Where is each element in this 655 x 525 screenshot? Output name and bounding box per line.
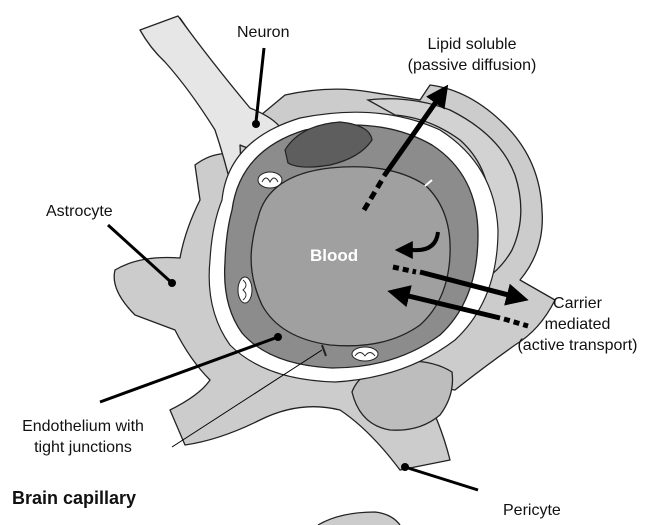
carrier-line-3: (active transport) <box>500 335 655 356</box>
mitochondrion-bottom <box>352 347 378 361</box>
carrier-mediated-label: Carrier mediated (active transport) <box>500 293 655 356</box>
endothelium-label: Endothelium with tight junctions <box>8 416 158 458</box>
lipid-soluble-line-2: (passive diffusion) <box>372 55 572 76</box>
neuron-label: Neuron <box>237 22 289 43</box>
mitochondrion-left <box>238 277 252 303</box>
pericyte-leader-dot <box>401 463 409 471</box>
lipid-soluble-label: Lipid soluble (passive diffusion) <box>372 34 572 76</box>
endothelium-line-1: Endothelium with <box>8 416 158 437</box>
pericyte-label: Pericyte <box>503 500 561 521</box>
endothelium-leader-dot <box>274 333 282 341</box>
lipid-soluble-line-1: Lipid soluble <box>372 34 572 55</box>
endothelium-line-2: tight junctions <box>8 437 158 458</box>
carrier-line-2: mediated <box>500 314 655 335</box>
astrocyte-leader-dot <box>168 279 176 287</box>
blood-label: Blood <box>310 245 358 266</box>
diagram-title: Brain capillary <box>12 488 136 509</box>
neuron-leader-line <box>256 48 264 122</box>
astrocyte-label: Astrocyte <box>46 201 113 222</box>
adjacent-capillary-edge <box>318 512 400 525</box>
mitochondrion-top <box>258 172 282 188</box>
pericyte-leader-line <box>408 468 478 490</box>
carrier-line-1: Carrier <box>500 293 655 314</box>
neuron-leader-dot <box>252 120 260 128</box>
